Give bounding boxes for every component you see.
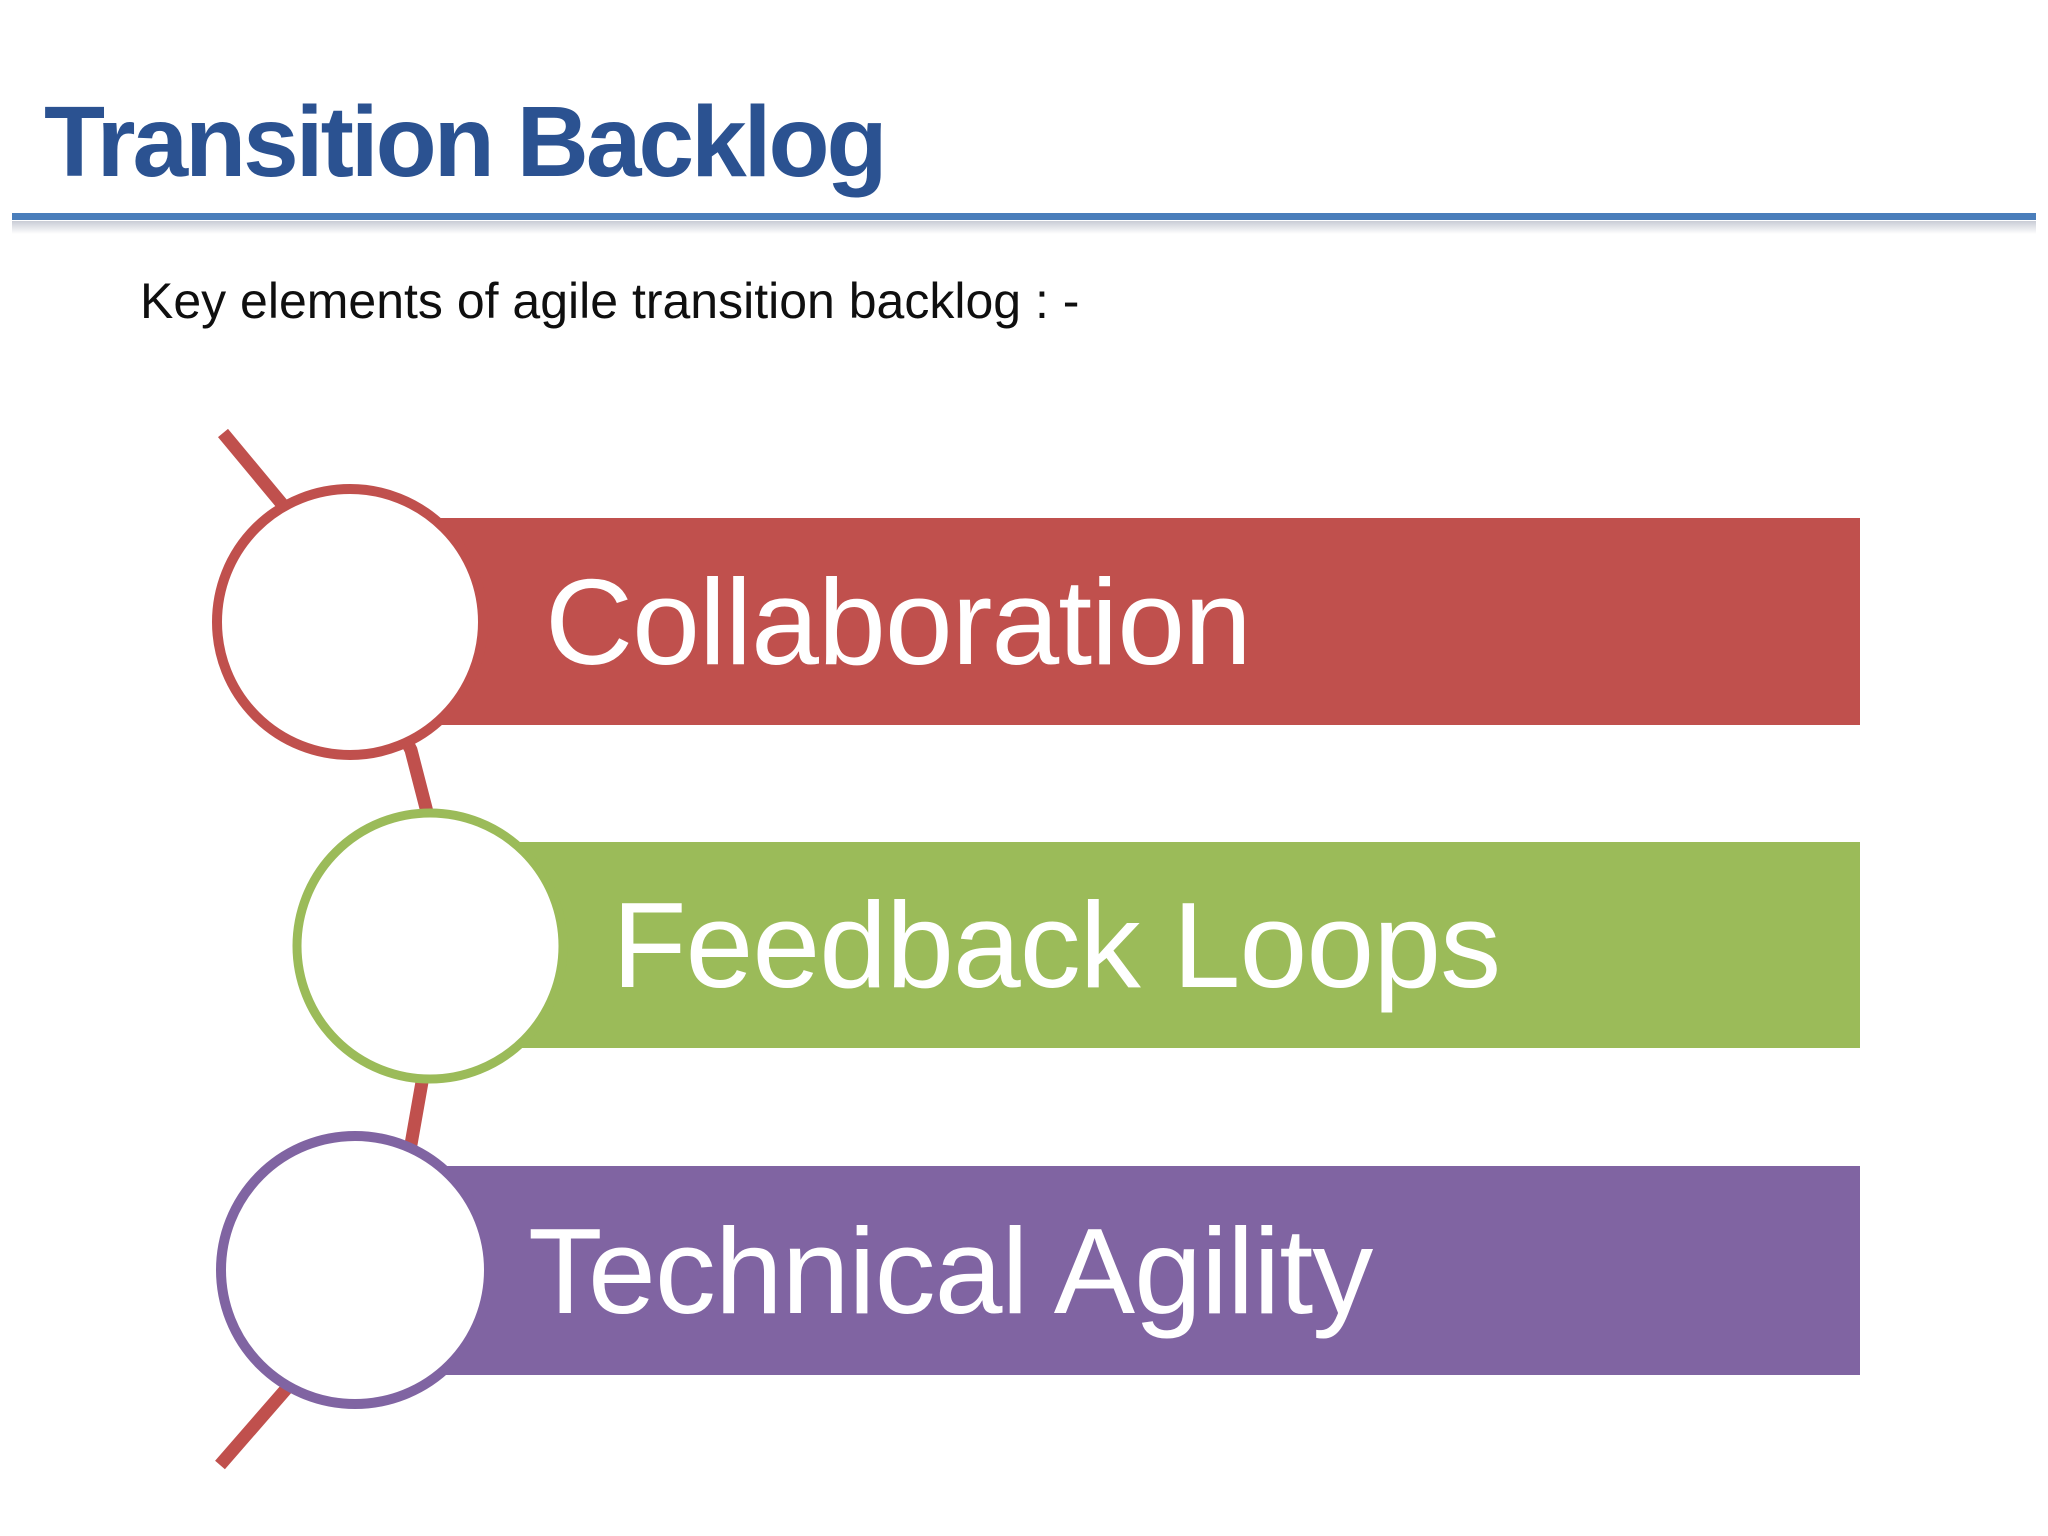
title-underline bbox=[12, 213, 2036, 220]
title-underline-shadow bbox=[12, 221, 2036, 234]
bar-collaboration bbox=[350, 518, 1860, 725]
bar-label-feedback-loops: Feedback Loops bbox=[612, 877, 1501, 1013]
node-circle-collaboration bbox=[212, 484, 488, 760]
node-circle-technical-agility bbox=[216, 1131, 494, 1409]
bar-technical-agility bbox=[355, 1166, 1860, 1375]
page-title: Transition Backlog bbox=[44, 86, 888, 198]
bar-label-technical-agility: Technical Agility bbox=[528, 1202, 1373, 1339]
node-circle-feedback-loops bbox=[292, 808, 568, 1084]
bar-feedback-loops bbox=[430, 842, 1860, 1048]
bar-label-collaboration: Collaboration bbox=[545, 553, 1252, 690]
subtitle: Key elements of agile transition backlog… bbox=[140, 273, 1080, 329]
